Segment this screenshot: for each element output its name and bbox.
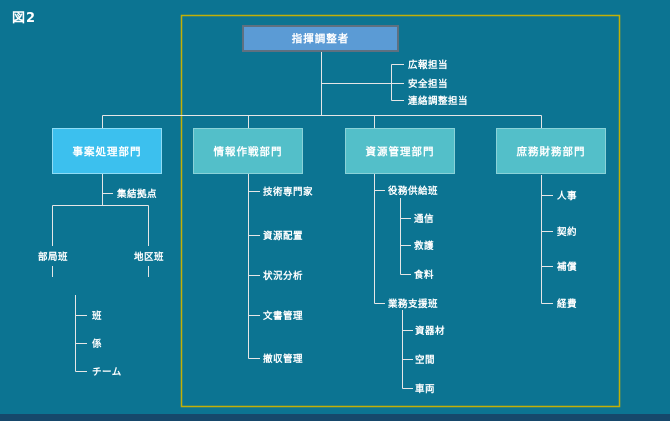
support-item-vehicles: 車両 bbox=[415, 384, 436, 395]
staff-liaison: 連絡調整担当 bbox=[408, 96, 469, 107]
connector-tree bbox=[52, 52, 553, 389]
team-work-support: 業務支援班 bbox=[388, 299, 439, 310]
sub-unit-kakari: 係 bbox=[92, 339, 103, 350]
figure-label: 図2 bbox=[12, 11, 37, 26]
info-item-documents: 文書管理 bbox=[263, 311, 304, 322]
info-dept-box: 情報作戦部門 bbox=[193, 128, 303, 174]
info-item-tech-expert: 技術専門家 bbox=[263, 187, 314, 198]
info-item-resource-alloc: 資源配置 bbox=[263, 231, 304, 242]
supply-item-comms: 通信 bbox=[414, 214, 435, 225]
admin-item-hr: 人事 bbox=[557, 191, 578, 202]
info-item-demobilization: 撤収管理 bbox=[263, 354, 304, 365]
sub-unit-han: 班 bbox=[92, 311, 103, 322]
branch-bureau-team: 部局班 bbox=[37, 252, 69, 263]
staff-public-relations: 広報担当 bbox=[408, 60, 449, 71]
highlight-frame bbox=[180, 14, 621, 408]
team-service-supply: 役務供給班 bbox=[388, 186, 439, 197]
sub-unit-team: チーム bbox=[92, 367, 122, 378]
resource-dept-box: 資源管理部門 bbox=[345, 128, 455, 174]
info-item-situation: 状況分析 bbox=[263, 271, 304, 282]
bottom-strip bbox=[0, 414, 670, 421]
branch-district-team: 地区班 bbox=[133, 252, 165, 263]
commander-box: 指揮調整者 bbox=[242, 25, 399, 52]
staff-safety: 安全担当 bbox=[408, 79, 449, 90]
support-item-space: 空間 bbox=[415, 355, 436, 366]
assembly-point-label: 集結拠点 bbox=[117, 189, 158, 200]
support-item-equipment: 資器材 bbox=[415, 326, 446, 337]
supply-item-food: 食料 bbox=[414, 270, 435, 281]
admin-dept-box: 庶務財務部門 bbox=[496, 128, 606, 174]
supply-item-rescue: 救護 bbox=[414, 241, 435, 252]
incident-dept-box: 事案処理部門 bbox=[52, 128, 162, 174]
admin-item-expenses: 経費 bbox=[557, 299, 578, 310]
admin-item-compensation: 補償 bbox=[557, 262, 578, 273]
admin-item-contracts: 契約 bbox=[557, 227, 578, 238]
